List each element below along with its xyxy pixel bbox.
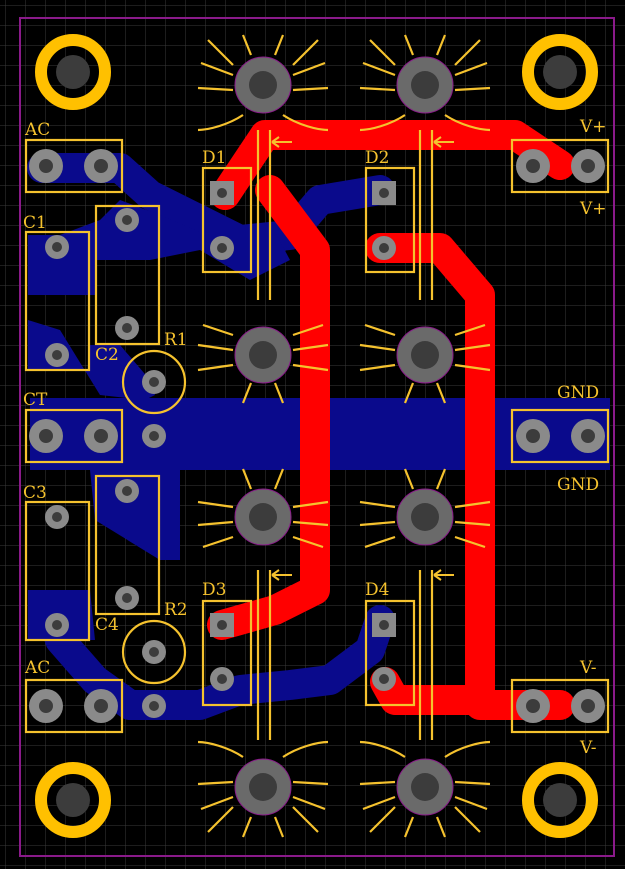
d2-outline [364, 166, 416, 274]
board-outline [19, 17, 615, 857]
heatsink-bottom-right [359, 740, 491, 838]
blue-pour-c3-region [90, 470, 180, 560]
mounting-holes [35, 34, 598, 838]
label-ct: CT [23, 390, 48, 410]
label-d3: D3 [202, 580, 226, 600]
label-d1: D1 [202, 148, 226, 168]
heatsink-body-left-bottom [256, 570, 272, 740]
label-ac-top: AC [24, 120, 50, 140]
heatsink-pads [234, 56, 454, 816]
label-gnd-bottom: GND [557, 475, 599, 495]
heatsinks [197, 34, 491, 838]
label-vminus-bottom: V- [579, 738, 596, 758]
d1-outline [201, 166, 253, 274]
label-c2: C2 [95, 345, 119, 365]
c4-outline [94, 474, 161, 616]
label-c1: C1 [23, 213, 47, 233]
r1-outline [121, 349, 187, 415]
c3-outline [24, 500, 91, 642]
heatsink-bottom-left [197, 740, 329, 838]
heatsink-mid-upper-left [197, 323, 329, 404]
pads [29, 149, 605, 723]
label-ac-bottom: AC [24, 658, 50, 678]
blue-pour-top-left [27, 153, 395, 255]
d3-outline [201, 599, 253, 707]
gnd-connector [510, 408, 610, 464]
c2-outline [94, 204, 161, 346]
mount-hole-bl [35, 762, 111, 838]
heatsink-mid-lower-right [359, 468, 491, 549]
label-d4: D4 [365, 580, 389, 600]
heatsink-top-right [359, 34, 491, 132]
mount-hole-br [522, 762, 598, 838]
label-d2: D2 [365, 148, 389, 168]
r2-outline [121, 619, 187, 685]
label-c3: C3 [23, 483, 47, 503]
label-gnd-top: GND [557, 383, 599, 403]
connector-outlines [24, 138, 610, 734]
mount-hole-tl [35, 34, 111, 110]
label-r2: R2 [164, 600, 188, 620]
heatsink-mid-lower-left [197, 468, 329, 549]
heatsink-mid-upper-right [359, 323, 491, 404]
d4-outline [364, 599, 416, 707]
blue-trace-bottom [35, 595, 395, 720]
heatsink-body-left-top [256, 130, 272, 300]
heatsink-body-right-top [418, 130, 434, 300]
label-vminus-top: V- [579, 658, 596, 678]
diode-arrows [271, 136, 454, 581]
ac-bottom-connector [24, 678, 124, 734]
red-trace-d2-bus [365, 233, 495, 715]
ac-top-connector [24, 138, 124, 194]
label-vplus-bottom: V+ [579, 199, 607, 219]
label-r1: R1 [164, 330, 188, 350]
heatsink-body-right-bottom [418, 570, 434, 740]
vplus-connector [510, 138, 610, 194]
heatsink-top-left [197, 34, 329, 132]
silkscreen-labels: AC C1 C2 R1 CT C3 C4 R2 AC D1 D2 D3 D4 V… [23, 117, 607, 758]
label-c4: C4 [95, 615, 119, 635]
label-vplus-top: V+ [579, 117, 607, 137]
mount-hole-tr [522, 34, 598, 110]
vminus-connector [510, 678, 610, 734]
ct-connector [24, 408, 124, 464]
c1-outline [24, 230, 91, 372]
